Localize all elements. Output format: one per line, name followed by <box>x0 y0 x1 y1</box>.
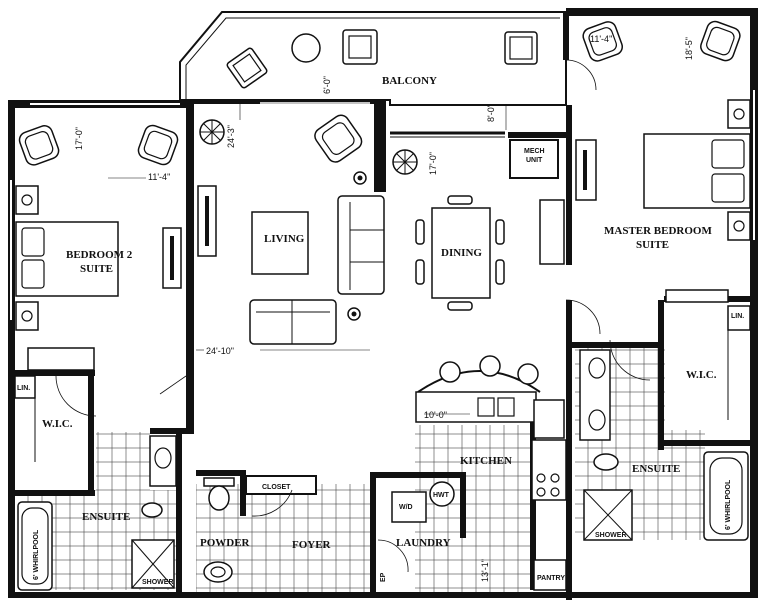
lin-left-label: LIN. <box>17 385 30 392</box>
master-bedroom-label: MASTER BEDROOM <box>604 225 712 237</box>
bedroom2-furniture <box>15 124 182 371</box>
room-labels: BALCONY LIVING DINING BEDROOM 2 SUITE MA… <box>17 75 744 586</box>
laundry-fixtures <box>391 481 455 523</box>
kitchen-width-dim: 10'-0" <box>424 410 447 420</box>
wic-left <box>14 375 36 462</box>
windows <box>10 90 755 320</box>
master-depth-dim: 18'-5" <box>684 37 694 60</box>
whirlpool-right-label: 6' WHIRLPOOL <box>725 479 732 530</box>
master-suite-label: SUITE <box>636 239 669 251</box>
laundry-depth-dim: 13'-1" <box>480 559 490 582</box>
ensuite-left-fixtures <box>17 435 177 591</box>
kitchen-fixtures <box>415 355 567 591</box>
pantry-label: PANTRY <box>537 575 565 582</box>
wd-label: W/D <box>399 504 413 511</box>
master-width-dim: 11'-4" <box>590 34 612 44</box>
dining-furniture <box>392 149 565 311</box>
shower-left-label: SHOWER <box>142 579 174 586</box>
living-depth-dim: 24'-3" <box>226 125 236 148</box>
bedroom2-suite-label: SUITE <box>80 263 113 275</box>
living-width-dim: 24'-10" <box>206 346 234 356</box>
dimension-labels: 17'-0" 11'-4" 24'-3" 6'-0" 8'-0" 17'-0" … <box>74 34 694 582</box>
lin-right-label: LIN. <box>731 313 744 320</box>
master-ensuite-fixtures <box>579 305 751 541</box>
living-furniture <box>197 114 385 345</box>
balcony-depth-dim: 6'-0" <box>322 76 332 94</box>
wic-left-label: W.I.C. <box>42 418 73 430</box>
ep-label: EP <box>380 572 387 582</box>
hwt-label: HWT <box>433 492 450 499</box>
wic-right-label: W.I.C. <box>686 369 717 381</box>
ensuite-left-label: ENSUITE <box>82 511 130 523</box>
dining-label: DINING <box>441 247 482 259</box>
ensuite-right-label: ENSUITE <box>632 463 680 475</box>
dining-depth-dim: 17'-0" <box>428 152 438 175</box>
powder-fixtures <box>203 477 235 583</box>
bed2-width-dim: 11'-4" <box>148 172 170 182</box>
foyer-label: FOYER <box>292 539 332 551</box>
master-furniture <box>575 20 751 303</box>
interior-walls <box>15 104 750 600</box>
bed2-depth-dim: 17'-0" <box>74 127 84 150</box>
mech-unit-label: UNIT <box>526 157 543 164</box>
shower-right-label: SHOWER <box>595 532 627 539</box>
balcony-label: BALCONY <box>382 75 437 87</box>
balcony-offset-dim: 8'-0" <box>486 104 496 122</box>
laundry-label: LAUNDRY <box>396 537 451 549</box>
dimension-lines <box>108 104 507 415</box>
door-swings <box>55 59 651 573</box>
closet-label: CLOSET <box>262 484 291 491</box>
balcony-outline <box>179 11 569 106</box>
whirlpool-left-label: 6' WHIRLPOOL <box>33 529 40 580</box>
kitchen-label: KITCHEN <box>460 455 512 467</box>
mech-label: MECH <box>524 148 545 155</box>
powder-label: POWDER <box>200 537 251 549</box>
balcony-furniture <box>226 29 538 89</box>
bedroom2-label: BEDROOM 2 <box>66 249 133 261</box>
living-label: LIVING <box>264 233 305 245</box>
